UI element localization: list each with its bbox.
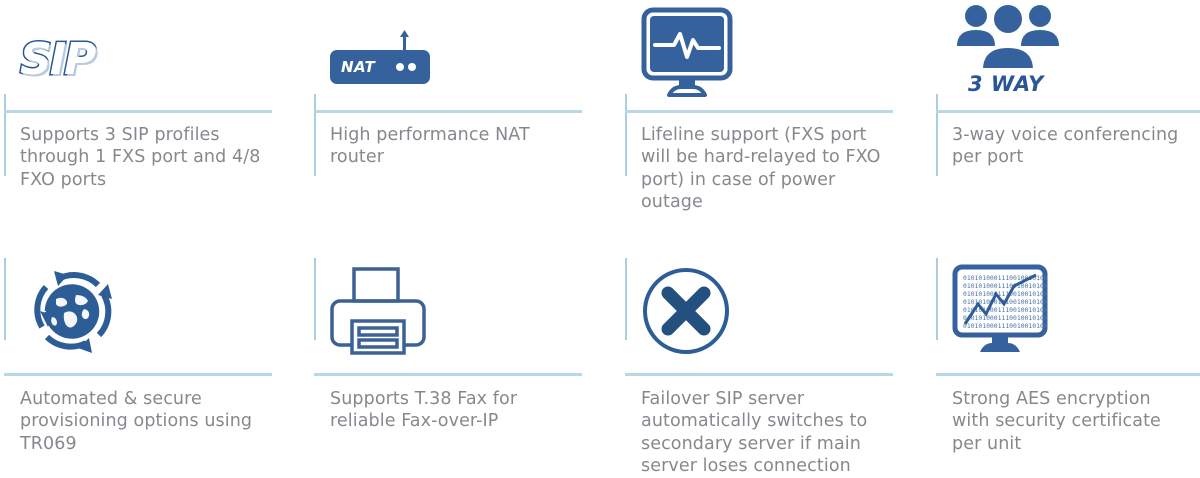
printer-fax-svg [330,267,426,355]
divider-horizontal-rule [314,110,582,113]
svg-text:010101000111001001010010: 010101000111001001010010 [963,290,1048,298]
feature-card-three-way-conferencing: 3 WAY 3-way voice conferencing per port [932,0,1200,230]
svg-text:010101000111001001010010: 010101000111001001010010 [963,282,1048,290]
divider-horizontal-rule [314,373,582,376]
accent-vertical-rule [4,94,6,176]
divider-horizontal-rule [625,373,893,376]
feature-caption: Supports T.38 Fax for reliable Fax-over-… [330,389,518,432]
three-way-label-text: 3 WAY [968,72,1044,96]
monitor-heartbeat-svg [641,7,733,97]
circle-x-icon [641,256,761,366]
three-users-svg [957,2,1059,72]
divider-horizontal-rule [4,110,272,113]
svg-text:010101000111001001010010: 010101000111001001010010 [963,322,1048,330]
accent-vertical-rule [314,94,316,176]
svg-text:010101000111001001010010: 010101000111001001010010 [963,274,1048,282]
accent-vertical-rule [936,94,938,176]
sip-logo-icon: SIP [18,0,140,108]
feature-caption: Lifeline support (FXS port will be hard-… [641,125,881,213]
feature-card-t38-fax: Supports T.38 Fax for reliable Fax-over-… [310,230,621,469]
feature-caption: High performance NAT router [330,125,530,168]
feature-card-nat-router: NAT High performance NAT router [310,0,621,230]
sip-logo-text: SIP [18,32,97,86]
accent-vertical-rule [314,258,316,340]
feature-card-failover-sip-server: Failover SIP server automatically switch… [621,230,932,476]
monitor-heartbeat-icon [641,0,761,108]
feature-caption: Automated & secure provisioning options … [20,389,253,454]
antenna-icon [403,32,406,54]
feature-caption: Strong AES encryption with security cert… [952,389,1161,454]
printer-fax-icon [330,256,450,366]
divider-horizontal-rule [936,373,1200,376]
feature-caption: Supports 3 SIP profiles through 1 FXS po… [20,125,261,190]
feature-card-lifeline-support: Lifeline support (FXS port will be hard-… [621,0,932,230]
circle-x-svg [643,268,729,354]
accent-vertical-rule [625,94,627,176]
monitor-binary-chart-svg: 010101000111001001010010 010101000111001… [952,264,1048,352]
monitor-binary-chart-icon: 010101000111001001010010 010101000111001… [952,256,1072,366]
divider-horizontal-rule [625,110,893,113]
accent-vertical-rule [4,258,6,340]
feature-caption: 3-way voice conferencing per port [952,125,1179,168]
globe-refresh-icon [20,256,140,366]
three-users-icon: 3 WAY [952,0,1072,108]
feature-card-aes-encryption: 010101000111001001010010 010101000111001… [932,230,1200,469]
nat-label-text: NAT [341,58,376,76]
nat-router-icon: NAT [330,0,450,108]
accent-vertical-rule [625,258,627,340]
accent-vertical-rule [936,258,938,340]
svg-text:010101000111001001010010: 010101000111001001010010 [963,314,1048,322]
router-led-dots [396,63,416,71]
feature-caption: Failover SIP server automatically switch… [641,389,868,477]
divider-horizontal-rule [936,110,1200,113]
feature-card-auto-provisioning: Automated & secure provisioning options … [0,230,310,469]
globe-refresh-svg [34,271,112,353]
feature-card-sip-profiles: SIP Supports 3 SIP profiles through 1 FX… [0,0,310,230]
divider-horizontal-rule [4,373,272,376]
svg-text:010101000111001001010010: 010101000111001001010010 [963,306,1048,314]
